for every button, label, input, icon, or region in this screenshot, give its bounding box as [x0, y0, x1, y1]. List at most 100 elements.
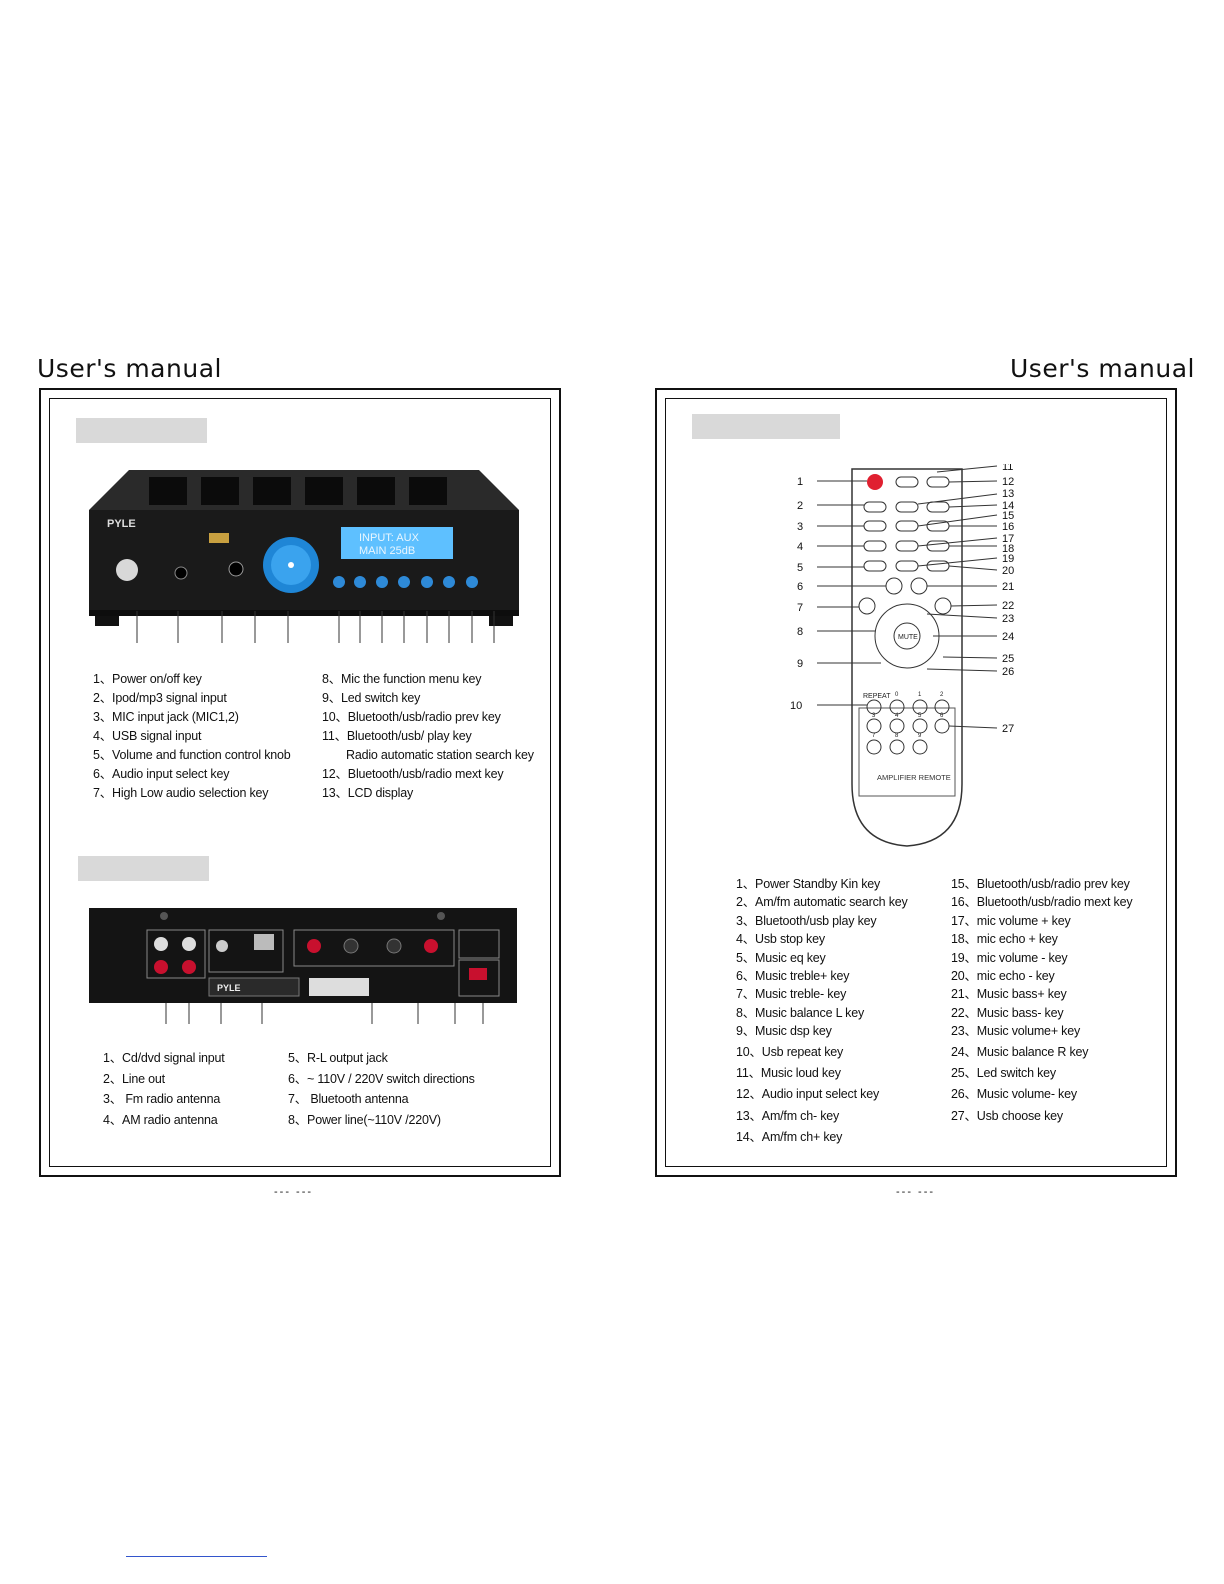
front-item: 2、Ipod/mp3 signal input [93, 691, 227, 705]
remote-list-left: 1、Power Standby Kin key 2、Am/fm automati… [736, 875, 908, 1147]
lcd-line-2: MAIN 25dB [359, 545, 415, 557]
remote-item: 8、Music balance L key [736, 1005, 865, 1020]
remote-item: 6、Music treble+ key [736, 969, 850, 984]
callout-17: 17 [1002, 533, 1014, 545]
callout-10: 10 [790, 700, 802, 712]
callout-6: 6 [797, 581, 803, 593]
callout-5: 5 [797, 562, 803, 574]
callout-14: 14 [1002, 500, 1014, 512]
front-brand: PYLE [107, 518, 136, 530]
remote-item: 4、Usb stop key [736, 932, 825, 947]
remote-item: 23、Music volume+ key [951, 1024, 1081, 1039]
front-item: 9、Led switch key [322, 691, 421, 705]
front-item: 11、Bluetooth/usb/ play key [322, 729, 472, 743]
front-item: 7、High Low audio selection key [93, 786, 269, 800]
key-2: 2 [940, 692, 944, 698]
rear-item: 6、~ 110V / 220V switch directions [288, 1071, 475, 1086]
front-item: Radio automatic station search key [346, 748, 534, 762]
remote-item: 7、Music treble- key [736, 987, 847, 1002]
remote-item: 25、Led switch key [951, 1066, 1056, 1081]
header-left: User's manual [37, 354, 222, 383]
remote-item: 18、mic echo + key [951, 932, 1058, 947]
rear-panel-image: PYLE [89, 908, 517, 1024]
callout-25: 25 [1002, 653, 1014, 665]
remote-item: 10、Usb repeat key [736, 1044, 844, 1059]
remote-item: 14、Am/fm ch+ key [736, 1130, 843, 1145]
page-number-right: --- --- [896, 1186, 936, 1198]
remote-item: 11、Music loud key [736, 1066, 841, 1081]
callout-24: 24 [1002, 631, 1014, 643]
callout-12: 12 [1002, 476, 1014, 488]
remote-item: 22、Music bass- key [951, 1005, 1064, 1020]
remote-item: 26、Music volume- key [951, 1087, 1077, 1102]
callout-16: 16 [1002, 521, 1014, 533]
callout-7: 7 [797, 602, 803, 614]
front-item: 8、Mic the function menu key [322, 672, 482, 686]
repeat-key-label: REPEAT [863, 693, 891, 700]
left-panel: PYLE INPUT: AUX MAIN 25dB 1、Power on/off… [39, 388, 561, 1177]
remote-image: MUTE REPEAT 0 1 2 3 4 5 6 7 8 9 AMPLIFIE… [790, 464, 1014, 847]
callout-8: 8 [797, 626, 803, 638]
remote-item: 13、Am/fm ch- key [736, 1108, 840, 1123]
front-panel-list-right: 8、Mic the function menu key 9、Led switch… [322, 670, 534, 803]
callout-26: 26 [1002, 666, 1014, 678]
remote-list-right: 15、Bluetooth/usb/radio prev key 16、Bluet… [951, 875, 1133, 1125]
front-item: 3、MIC input jack (MIC1,2) [93, 710, 239, 724]
remote-item: 20、mic echo - key [951, 969, 1055, 984]
remote-label: AMPLIFIER REMOTE [877, 773, 951, 782]
callout-1: 1 [797, 476, 803, 488]
front-item: 12、Bluetooth/usb/radio mext key [322, 767, 504, 781]
remote-item: 1、Power Standby Kin key [736, 877, 881, 891]
mute-key-label: MUTE [898, 634, 918, 641]
remote-item: 3、Bluetooth/usb play key [736, 913, 877, 928]
remote-item: 16、Bluetooth/usb/radio mext key [951, 895, 1133, 910]
front-panel-image: PYLE INPUT: AUX MAIN 25dB [89, 470, 519, 643]
callout-13: 13 [1002, 488, 1014, 500]
rear-item: 5、R-L output jack [288, 1051, 388, 1065]
key-5: 5 [918, 713, 922, 719]
rear-panel-list-left: 1、Cd/dvd signal input 2、Line out 3、 Fm r… [103, 1048, 225, 1130]
remote-item: 5、Music eq key [736, 950, 826, 965]
rear-item: 1、Cd/dvd signal input [103, 1051, 225, 1065]
callout-18: 18 [1002, 543, 1014, 555]
page-number-left: --- --- [274, 1186, 314, 1198]
rear-item: 4、AM radio antenna [103, 1112, 218, 1127]
remote-item: 21、Music bass+ key [951, 987, 1067, 1002]
remote-item: 9、Music dsp key [736, 1024, 832, 1039]
front-item: 10、Bluetooth/usb/radio prev key [322, 710, 501, 724]
key-3: 3 [872, 713, 876, 719]
lcd-line-1: INPUT: AUX [359, 532, 420, 544]
callout-20: 20 [1002, 565, 1014, 577]
key-9: 9 [918, 733, 922, 739]
callout-19: 19 [1002, 553, 1014, 565]
front-item: 6、Audio input select key [93, 767, 230, 781]
rear-item: 8、Power line(~110V /220V) [288, 1112, 441, 1127]
key-6: 6 [940, 713, 944, 719]
callout-4: 4 [797, 541, 803, 553]
callout-21: 21 [1002, 581, 1014, 593]
remote-item: 17、mic volume + key [951, 913, 1071, 928]
remote-item: 2、Am/fm automatic search key [736, 895, 908, 910]
remote-item: 24、Music balance R key [951, 1044, 1089, 1059]
header-right: User's manual [1010, 354, 1195, 383]
key-8: 8 [895, 733, 899, 739]
key-4: 4 [895, 713, 899, 719]
rear-item: 7、 Bluetooth antenna [288, 1092, 409, 1106]
callout-15: 15 [1002, 510, 1014, 522]
front-item: 1、Power on/off key [93, 672, 202, 686]
callout-22: 22 [1002, 600, 1014, 612]
remote-title-bar [692, 414, 840, 439]
front-panel-title-bar [76, 418, 207, 443]
footer-link-underline [126, 1556, 267, 1557]
callout-9: 9 [797, 658, 803, 670]
key-1: 1 [918, 692, 922, 698]
key-0: 0 [895, 692, 899, 698]
front-item: 13、LCD display [322, 786, 413, 800]
rear-brand: PYLE [217, 983, 241, 993]
callout-23: 23 [1002, 613, 1014, 625]
callout-27: 27 [1002, 723, 1014, 735]
callout-2: 2 [797, 500, 803, 512]
remote-item: 12、Audio input select key [736, 1087, 880, 1102]
callout-11: 11 [1002, 464, 1013, 473]
callout-3: 3 [797, 521, 803, 533]
